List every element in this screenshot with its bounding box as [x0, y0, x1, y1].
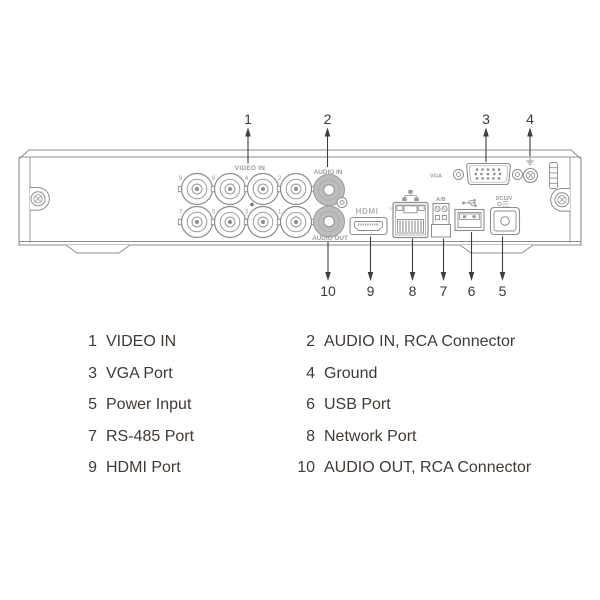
legend-label-network: Network Port	[324, 427, 417, 445]
hdmi-logo: HDMI	[356, 207, 379, 216]
legend-label-ground: Ground	[324, 364, 378, 382]
legend-label-audio-in: AUDIO IN, RCA Connector	[324, 333, 516, 350]
panel-screw	[336, 197, 348, 208]
vga-pins	[474, 168, 502, 180]
callout-7: 7	[440, 283, 448, 299]
right-mount-screw	[550, 188, 570, 212]
legend: 1 VIDEO IN 2 AUDIO IN, RCA Connector 3 V…	[58, 326, 531, 484]
bnc-number: 2	[278, 176, 282, 182]
legend-number: 4	[306, 364, 315, 382]
legend-number: 10	[297, 459, 315, 476]
bnc-number: 3	[245, 210, 249, 216]
right-foot	[459, 244, 534, 254]
legend-number: 1	[88, 333, 97, 350]
bnc-number: 4	[245, 176, 249, 182]
power-input: DC12V	[489, 196, 521, 236]
callout-1: 1	[244, 111, 252, 127]
bnc-video-in-connectors: 8 6 4 2 7 5 3 1 VIDEO IN	[177, 165, 316, 239]
bnc-number: 8	[179, 176, 183, 182]
network-port	[392, 190, 429, 239]
hdmi-tm: TM	[388, 207, 393, 211]
callout-10: 10	[320, 283, 336, 299]
vga-label: VGA	[430, 174, 442, 180]
legend-label-audio-out: AUDIO OUT, RCA Connector	[324, 459, 532, 476]
bnc-number: 7	[179, 210, 183, 216]
legend-label-hdmi: HDMI Port	[106, 459, 181, 476]
panel-drawing: 8 6 4 2 7 5 3 1 VIDEO IN AUDIO IN AUDIO …	[18, 111, 582, 299]
video-in-label: VIDEO IN	[235, 165, 266, 172]
callout-2: 2	[324, 111, 332, 127]
callout-3: 3	[482, 111, 490, 127]
ground-terminal	[522, 157, 539, 184]
legend-number: 9	[88, 459, 97, 476]
hdmi-port: HDMI TM	[349, 207, 393, 236]
ground-icon	[526, 157, 534, 166]
panel-dot	[250, 202, 254, 207]
audio-out-rca: AUDIO OUT	[312, 205, 348, 242]
left-foot	[65, 244, 131, 254]
usb-port	[454, 199, 485, 232]
legend-number: 6	[306, 396, 315, 413]
bnc-number: 6	[212, 176, 216, 182]
bnc-number: 1	[278, 210, 282, 216]
callouts-top: 1 2 3 4	[244, 111, 534, 167]
left-mount-screw	[30, 187, 50, 211]
callout-9: 9	[367, 283, 375, 299]
bnc-number: 5	[212, 210, 216, 216]
legend-label-vga: VGA Port	[106, 364, 173, 382]
callout-4: 4	[526, 111, 534, 127]
legend-label-rs485: RS-485 Port	[106, 427, 195, 445]
legend-label-usb: USB Port	[324, 396, 391, 413]
audio-in-rca: AUDIO IN	[313, 169, 345, 206]
dc12v-label: DC12V	[496, 196, 513, 202]
legend-number: 2	[306, 333, 315, 350]
audio-in-label: AUDIO IN	[314, 169, 343, 176]
legend-number: 8	[306, 427, 315, 445]
legend-number: 7	[88, 427, 97, 445]
legend-number: 5	[88, 396, 97, 413]
usb-icon	[462, 199, 477, 207]
legend-label-video-in: VIDEO IN	[106, 333, 177, 350]
rs485-label: A/B	[436, 197, 446, 203]
legend-number: 3	[88, 364, 97, 382]
callouts-bottom: 10 9 8 7 6 5	[320, 232, 507, 299]
callout-8: 8	[409, 283, 417, 299]
vent-slots	[549, 162, 558, 189]
rs485-terminal: A/B	[431, 197, 451, 238]
audio-out-label: AUDIO OUT	[312, 235, 348, 242]
legend-label-power: Power Input	[106, 396, 192, 413]
polarity-icon	[497, 201, 509, 207]
callout-6: 6	[468, 283, 476, 299]
network-icon	[402, 190, 419, 201]
vga-port: VGA	[430, 162, 523, 186]
callout-5: 5	[499, 283, 507, 299]
